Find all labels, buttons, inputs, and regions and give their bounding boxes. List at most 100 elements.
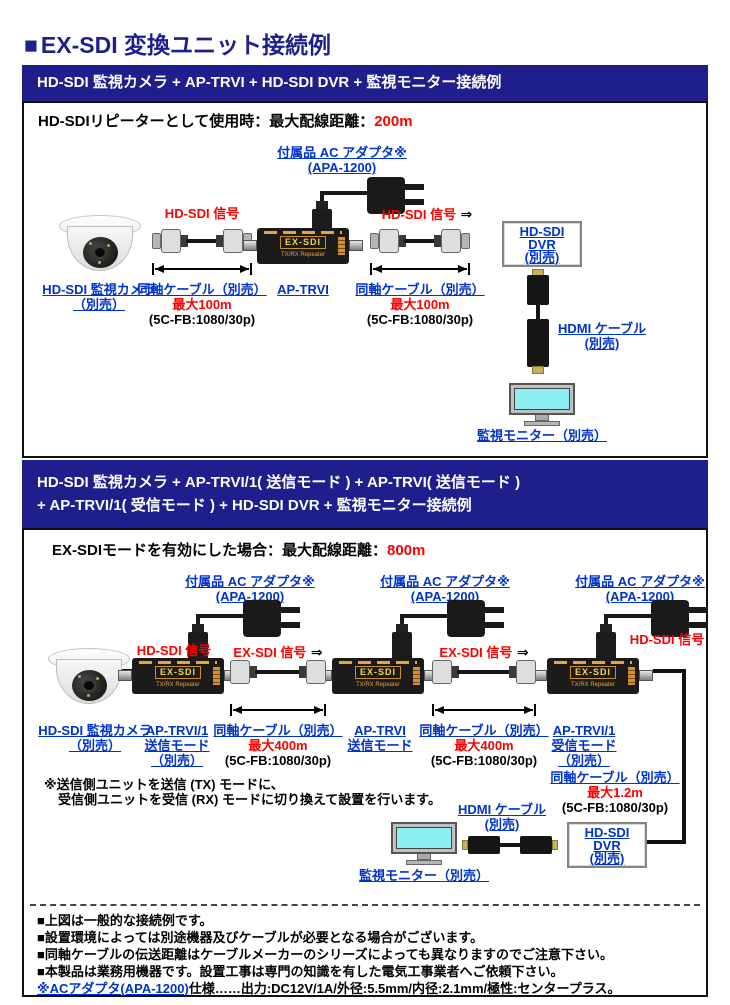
- ex-sdi-converter-unit: EX-SDI TX/RX Repeater: [243, 228, 363, 264]
- dashed-separator: [30, 904, 700, 906]
- ac-barrel-plug: [188, 632, 208, 666]
- camera-label-line1: HD-SDI 監視カメラ: [42, 282, 156, 297]
- coax-ring: [250, 666, 257, 678]
- cable-spec: (5C-FB:1080/30p): [561, 800, 669, 815]
- unit-dip-switch: [213, 667, 220, 685]
- unit-label-line1: AP-TRVI/1: [552, 723, 616, 738]
- ex-sdi-converter-unit: EX-SDI TX/RX Repeater: [533, 658, 653, 694]
- hdmi-connector: [527, 275, 549, 305]
- ac-adapter-label-line1: 付属品 AC アダプタ※: [575, 574, 705, 589]
- coax-wire: [255, 670, 301, 674]
- monitor-label: 監視モニター（別売）: [358, 868, 490, 883]
- hdmi-tip: [552, 840, 558, 850]
- hdmi-tip: [462, 840, 468, 850]
- dvr-link-wire: [653, 669, 686, 673]
- camera-led: [107, 244, 110, 247]
- ac-plug-body: [243, 600, 281, 637]
- ac-wire: [196, 614, 200, 628]
- ex-sdi-converter-unit: EX-SDI TX/RX Repeater: [118, 658, 238, 694]
- cable-max-length: 最大400m: [454, 738, 514, 753]
- unit-stripe: [554, 661, 632, 664]
- hdmi-connector: [520, 836, 552, 854]
- coax-connector: [432, 660, 452, 684]
- ac-adapter-label: 付属品 AC アダプタ※ (APA-1200): [185, 574, 315, 604]
- section2-max-distance: 800m: [387, 542, 426, 559]
- section1-subtitle: HD-SDIリピーターとして使用時：最大配線距離：200m: [38, 113, 413, 131]
- dvr-box: HD-SDI DVR (別売): [502, 221, 582, 267]
- coax-ring: [452, 666, 459, 678]
- ac-adapter: [392, 600, 507, 666]
- ac-barrel-neck: [192, 624, 204, 634]
- coax-cable: [152, 229, 252, 253]
- flow-arrow-icon: ⇒: [310, 644, 323, 660]
- unit-device-sub: TX/RX Repeater: [280, 252, 326, 258]
- coax-connector: [516, 660, 536, 684]
- ac-plug-prong: [484, 622, 504, 628]
- cable-max-length: 最大1.2m: [587, 785, 643, 800]
- monitor-neck: [417, 854, 431, 860]
- coax-ring: [299, 666, 306, 678]
- surveillance-camera: [59, 215, 141, 273]
- signal-label-hdsdi-right: HD-SDI 信号 ⇒: [382, 206, 473, 224]
- tx-rx-note-line1: ※送信側ユニットを送信 (TX) モードに、: [44, 777, 284, 792]
- section1-header: HD-SDI 監視カメラ + AP-TRVI + HD-SDI DVR + 監視…: [22, 65, 708, 101]
- ac-adapter-spec-link: ※ACアダプタ(APA-1200): [37, 981, 189, 996]
- unit3-label: AP-TRVI/1 受信モード （別売）: [551, 723, 616, 768]
- coax-ring: [434, 235, 441, 247]
- unit-label-line2: 送信モード: [347, 738, 413, 753]
- monitor-base: [406, 860, 442, 865]
- dimension-arrow: [432, 704, 536, 716]
- section2-subtitle-label: EX-SDIモードを有効にした場合：最大配線距離：: [52, 542, 388, 559]
- ac-wire: [320, 191, 368, 195]
- surveillance-camera: [48, 648, 130, 706]
- bnc-connector: [639, 670, 653, 681]
- unit-device-sub: TX/RX Repeater: [355, 682, 401, 688]
- camera-led: [89, 242, 92, 245]
- cable-max-length: 最大400m: [248, 738, 308, 753]
- section2-subtitle: EX-SDIモードを有効にした場合：最大配線距離：800m: [52, 542, 425, 560]
- unit-stripe: [264, 231, 342, 234]
- dvr-link-wire: [647, 840, 686, 844]
- ac-adapter-label: 付属品 AC アダプタ※ (APA-1200): [277, 145, 407, 175]
- cable-name: 同軸ケーブル（別売）: [213, 723, 343, 738]
- ac-adapter: [188, 600, 303, 666]
- coax-connector: [223, 229, 243, 253]
- dimension-arrow: [370, 263, 470, 275]
- cable-name: 同軸ケーブル（別売）: [137, 282, 267, 297]
- unit1-label: AP-TRVI/1 送信モード （別売）: [144, 723, 209, 768]
- monitor: [508, 383, 576, 426]
- hdmi-wire: [536, 305, 540, 319]
- ac-adapter-label-line2: (APA-1200): [307, 160, 377, 175]
- coax-ring: [509, 666, 516, 678]
- camera-led: [87, 694, 90, 697]
- hdmi-label: HDMI ケーブル (別売): [458, 802, 546, 832]
- unit-label-line1: AP-TRVI/1: [145, 723, 209, 738]
- section2-diagram: EX-SDIモードを有効にした場合：最大配線距離：800m 付属品 AC アダプ…: [22, 528, 708, 997]
- dvr-label-line1: HD-SDI: [584, 825, 630, 840]
- ac-barrel-neck: [396, 624, 408, 634]
- cable-spec: (5C-FB:1080/30p): [148, 312, 256, 327]
- coax-end: [152, 233, 161, 249]
- ac-adapter-spec-text: 仕様……出力:DC12V/1A/外径:5.5mm/内径:2.1mm/極性:センタ…: [188, 981, 621, 996]
- camera-led: [98, 261, 101, 264]
- coax-ring: [181, 235, 188, 247]
- hdmi-label-line1: HDMI ケーブル: [457, 802, 547, 817]
- footer-note: ■同軸ケーブルの伝送距離はケーブルメーカーのシリーズによっても異なりますのでご注…: [37, 947, 613, 962]
- camera-led: [96, 677, 99, 680]
- hdmi-label: HDMI ケーブル (別売): [558, 321, 646, 351]
- ac-plug-prong: [688, 607, 708, 613]
- footer-note: ■上図は一般的な接続例です。: [37, 913, 213, 928]
- signal-label-hdsdi-left: HD-SDI 信号: [164, 206, 240, 221]
- unit-device-name: EX-SDI: [354, 666, 402, 679]
- bnc-connector: [243, 240, 257, 251]
- hdmi-connector: [527, 319, 549, 367]
- ac-plug-prong: [484, 607, 504, 613]
- ac-plug-prong: [404, 199, 424, 205]
- hdmi-wire: [500, 843, 520, 847]
- coax-connector: [441, 229, 461, 253]
- signal-label-exsdi-1: EX-SDI 信号 ⇒: [233, 644, 322, 662]
- unit-label-line3: （別売）: [557, 753, 611, 768]
- signal-label-exsdi-2: EX-SDI 信号 ⇒: [439, 644, 528, 662]
- page-title: ■EX-SDI 変換ユニット接続例: [24, 26, 331, 60]
- unit-dip-switch: [628, 667, 635, 685]
